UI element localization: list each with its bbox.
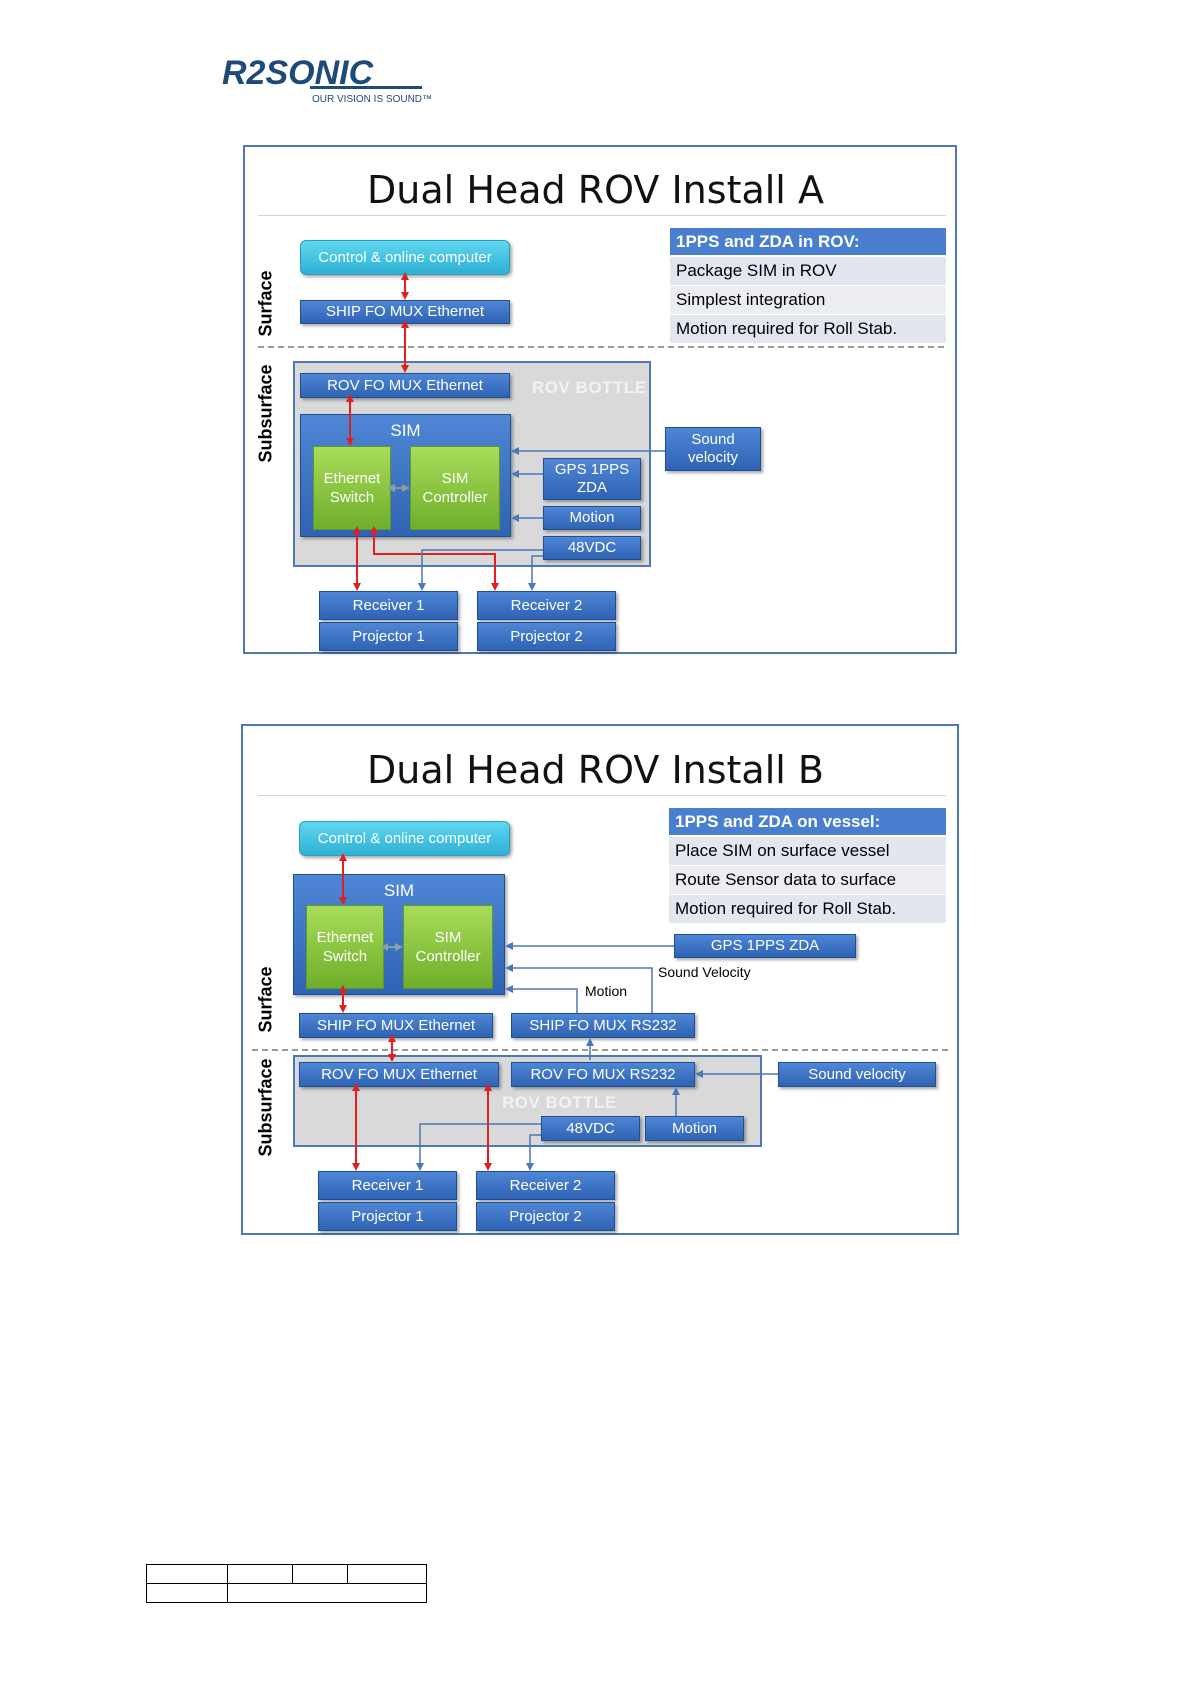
diagram-b-subsurface-label: Subsurface [255,1058,276,1157]
diagram-b-projector-1: Projector 1 [318,1202,457,1231]
diagram-a-receiver-2: Receiver 2 [477,591,616,620]
diagram-a-panel-row-1: Package SIM in ROV [670,257,946,285]
diagram-a-rov-bottle-label: ROV BOTTLE [532,378,647,397]
diagram-b-motion-text: Motion [585,983,628,999]
diagram-b-rov-bottle-label: ROV BOTTLE [502,1093,617,1112]
footer-cell [146,1564,228,1584]
logo-tagline: OUR VISION IS SOUND™ [312,94,432,105]
diagram-a-control-computer: Control & online computer [300,240,510,275]
footer-cell [227,1564,293,1584]
diagram-a-projector-2: Projector 2 [477,622,616,651]
footer-cell [347,1564,427,1584]
diagram-b-rov-fo-mux-ethernet: ROV FO MUX Ethernet [299,1062,499,1087]
diagram-a-receiver-1: Receiver 1 [319,591,458,620]
diagram-b-sound-velocity-text: Sound Velocity [658,964,751,980]
diagram-b-motion: Motion [645,1116,744,1141]
diagram-a-panel-row-3: Motion required for Roll Stab. [670,315,946,343]
diagram-a-motion: Motion [543,506,641,530]
diagram-b-sim-controller: SIM Controller [403,905,493,989]
diagram-b-surface-label: Surface [255,966,276,1033]
diagram-b-gps-1pps-zda: GPS 1PPS ZDA [674,934,856,958]
diagram-b-sim-label: SIM [383,881,415,900]
diagram-a-subsurface-label: Subsurface [255,364,276,463]
logo-brand: R2SONIC [222,56,374,92]
diagram-a-title-rule [258,215,946,216]
diagram-a-gps-1pps-zda: GPS 1PPS ZDA [543,458,641,500]
diagram-b-projector-2: Projector 2 [476,1202,615,1231]
diagram-a-sim-controller: SIM Controller [410,446,500,530]
diagram-b-sound-velocity: Sound velocity [778,1062,936,1087]
footer-cell [146,1583,228,1603]
footer-row-2 [146,1583,427,1603]
diagram-b-ethernet-switch: Ethernet Switch [306,905,384,989]
diagram-a-sim-label: SIM [390,421,421,440]
diagram-a-48vdc: 48VDC [543,536,641,560]
diagram-a-ethernet-switch: Ethernet Switch [313,446,391,530]
diagram-b-panel-row-3: Motion required for Roll Stab. [669,895,946,923]
diagram-b-panel-row-1: Place SIM on surface vessel [669,837,946,865]
diagram-b-panel-heading: 1PPS and ZDA on vessel: [669,808,946,835]
logo-mark: R2SONIC OUR VISION IS SOUND™ [222,54,432,105]
diagram-b-48vdc: 48VDC [541,1116,640,1141]
diagram-b-control-computer: Control & online computer [299,821,510,856]
diagram-b-ship-fo-mux-rs232: SHIP FO MUX RS232 [511,1013,695,1038]
diagram-a-projector-1: Projector 1 [319,622,458,651]
diagram-b-panel-row-2: Route Sensor data to surface [669,866,946,894]
diagram-a-title: Dual Head ROV Install A [367,168,824,212]
diagram-a-surface-label: Surface [255,270,276,337]
footer-cell [292,1564,348,1584]
diagram-a-ship-fo-mux: SHIP FO MUX Ethernet [300,300,510,324]
diagram-b-receiver-1: Receiver 1 [318,1171,457,1200]
diagram-b-surface-divider [252,1049,948,1051]
diagram-b-receiver-2: Receiver 2 [476,1171,615,1200]
footer-row-1 [146,1564,427,1584]
diagram-b-title: Dual Head ROV Install B [367,748,824,792]
diagram-b-title-rule [258,795,946,796]
diagram-a-rov-fo-mux: ROV FO MUX Ethernet [300,373,510,398]
footer-cell [227,1583,427,1603]
diagram-b-rov-fo-mux-rs232: ROV FO MUX RS232 [511,1062,695,1087]
diagram-a-sound-velocity: Sound velocity [665,427,761,471]
logo-underline [310,86,422,89]
footer-revision-table [146,1564,427,1603]
diagram-a-panel-row-2: Simplest integration [670,286,946,314]
r2sonic-logo: R2SONIC OUR VISION IS SOUND™ [222,54,432,108]
diagram-a-surface-divider [258,346,944,348]
diagram-a-panel-heading: 1PPS and ZDA in ROV: [670,228,946,255]
diagram-b-ship-fo-mux-ethernet: SHIP FO MUX Ethernet [299,1013,493,1038]
